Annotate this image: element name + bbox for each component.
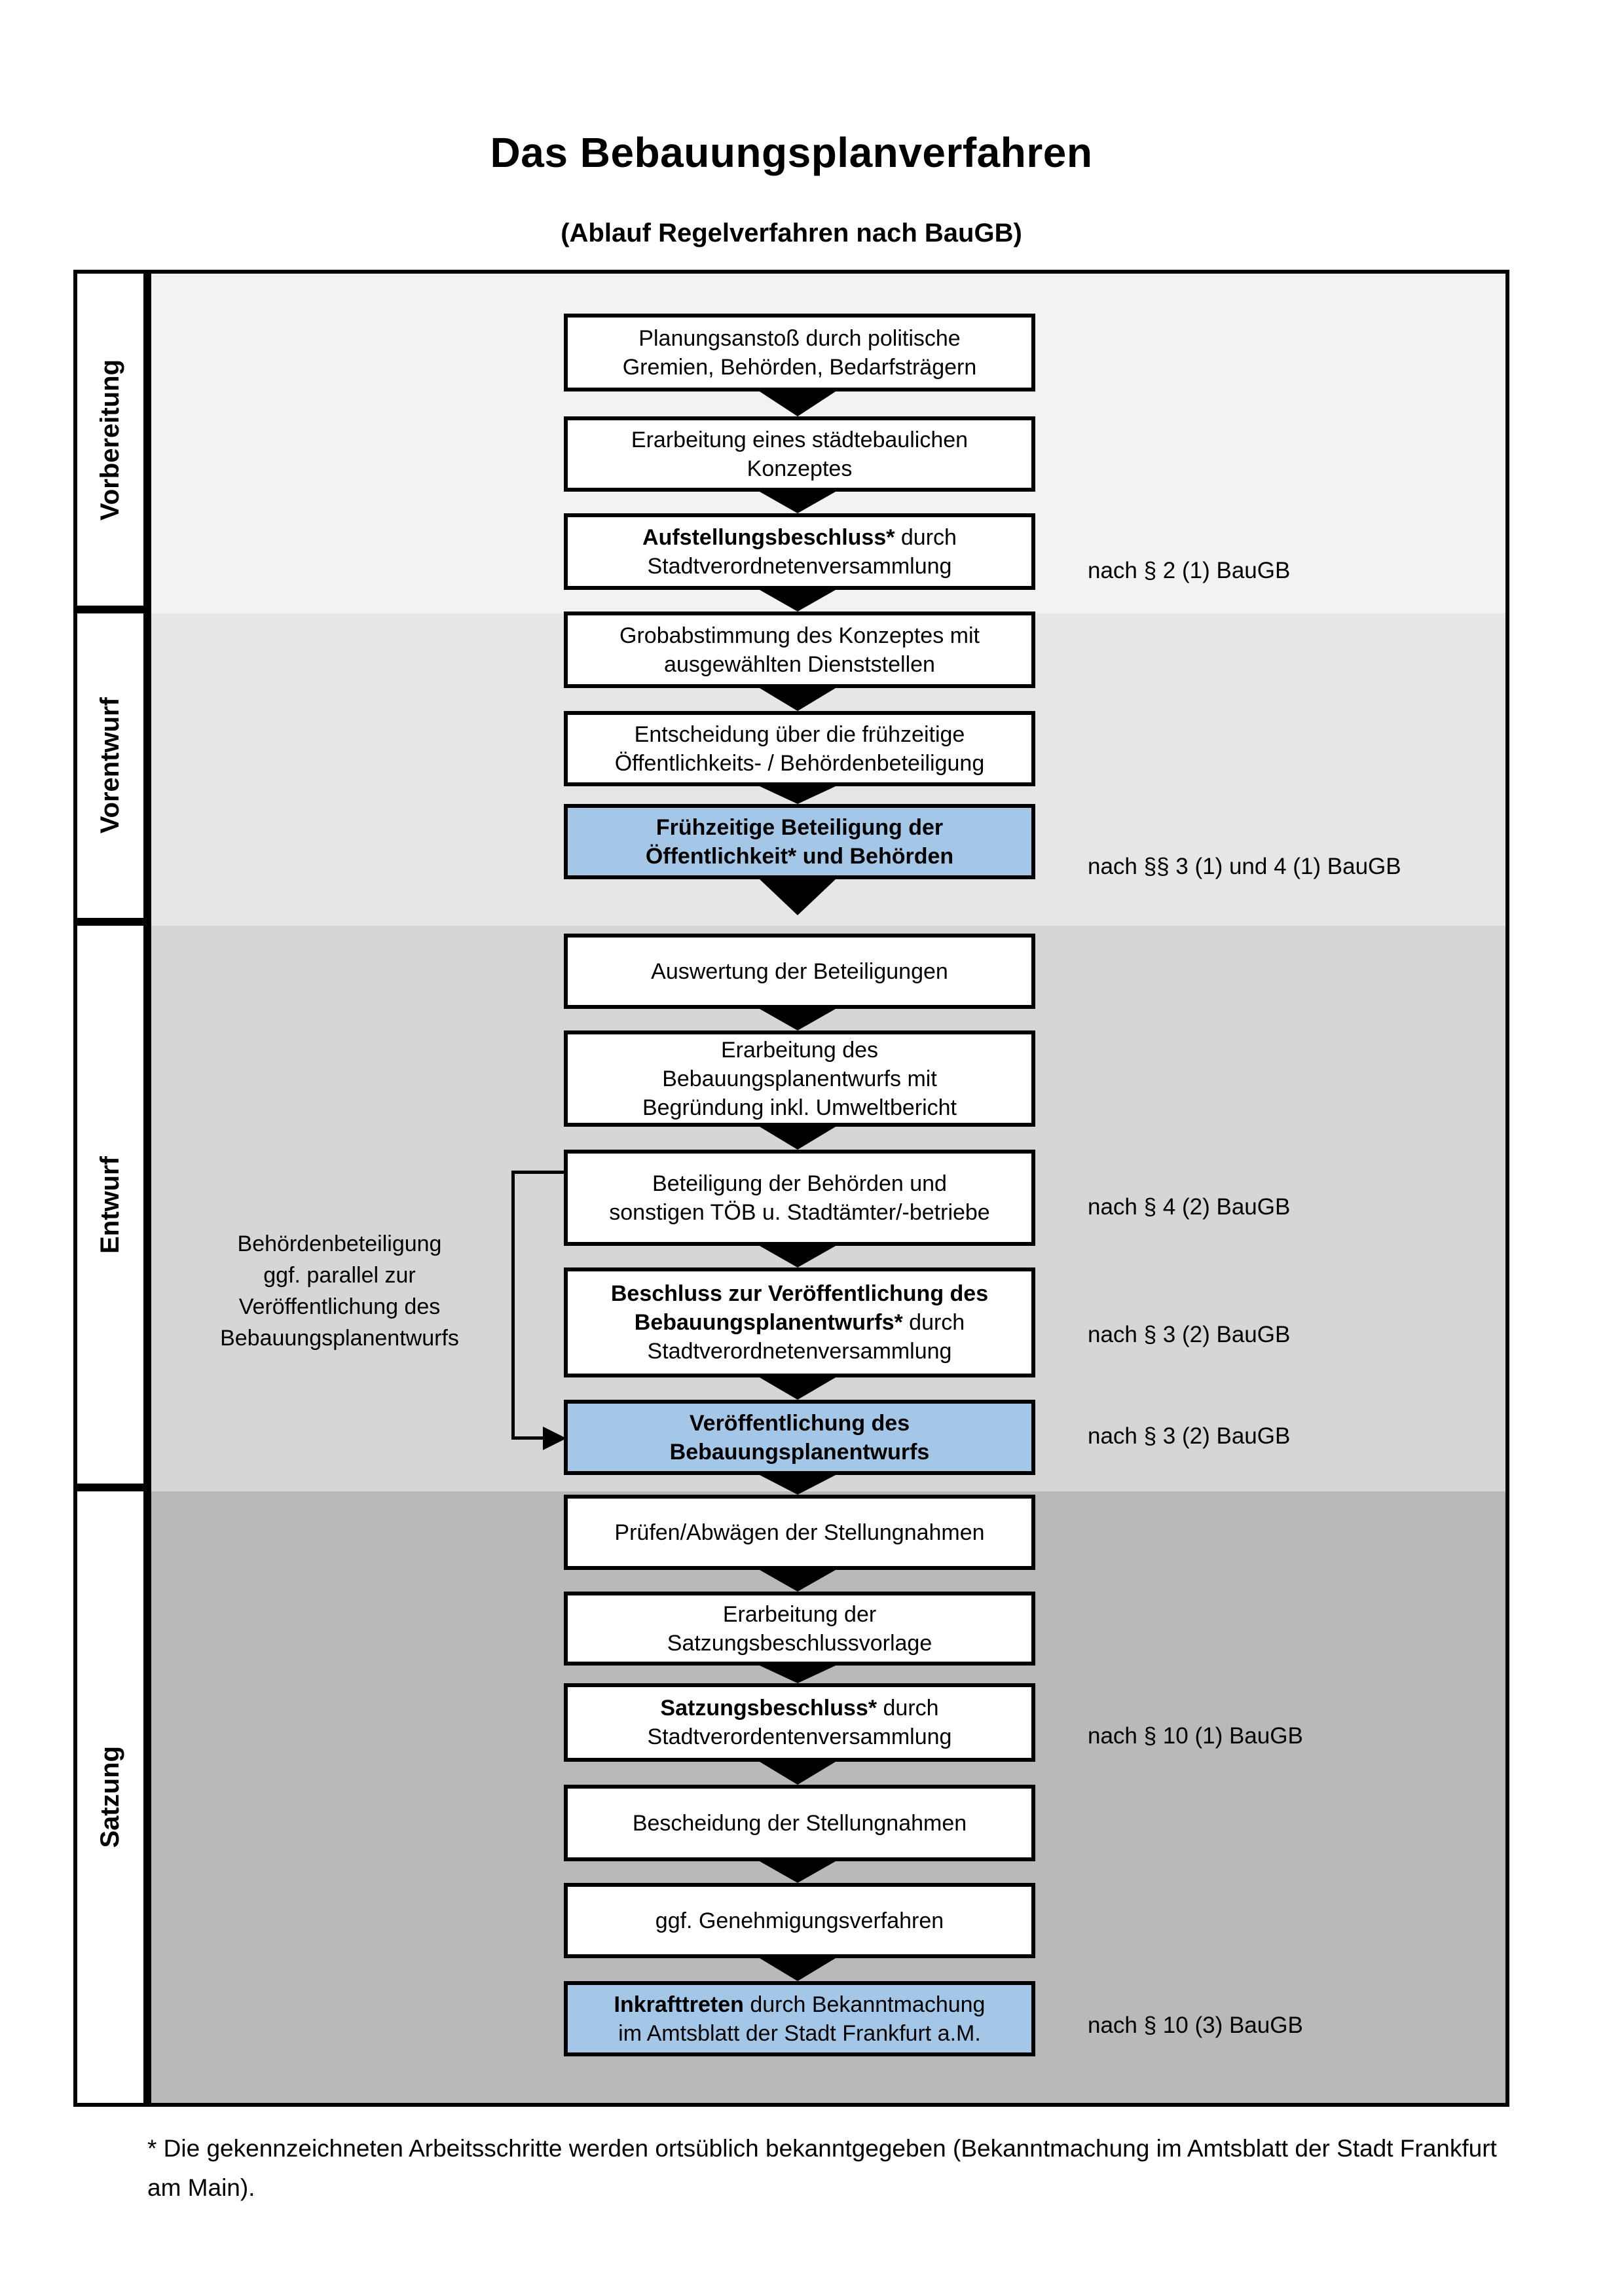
down-arrow-icon: [760, 1127, 836, 1150]
flow-step-genehmigungsverfahren: ggf. Genehmigungsverfahren: [564, 1883, 1035, 1958]
phase-label: Satzung: [96, 1746, 124, 1848]
flow-layer: Behördenbeteiligung ggf. parallel zur Ve…: [151, 274, 1505, 2103]
down-arrow-icon: [760, 1958, 836, 1981]
phase-label: Entwurf: [96, 1156, 124, 1254]
down-arrow-icon: [760, 492, 836, 513]
parallel-connector-vertical-line: [511, 1171, 515, 1439]
parallel-annotation: Behördenbeteiligung ggf. parallel zur Ve…: [220, 1231, 459, 1351]
phase-cell-entwurf: Entwurf: [73, 922, 147, 1487]
flow-step-bescheidung-stellungnahmen: Bescheidung der Stellungnahmen: [564, 1785, 1035, 1861]
down-arrow-icon: [760, 392, 836, 416]
phase-label: Vorbereitung: [96, 359, 124, 520]
down-arrow-icon: [760, 688, 836, 711]
phase-cell-satzung: Satzung: [73, 1487, 147, 2107]
down-arrow-icon: [760, 879, 836, 915]
down-arrow-icon: [760, 1475, 836, 1495]
diagram-frame: Behördenbeteiligung ggf. parallel zur Ve…: [147, 270, 1509, 2107]
flow-step-pruefen-abwaegen-stellungnahmen: Prüfen/Abwägen der Stellungnahmen: [564, 1495, 1035, 1570]
legal-reference: nach § 3 (2) BauGB: [1088, 1322, 1291, 1347]
page-title: Das Bebauungsplanverfahren: [490, 129, 1093, 176]
down-arrow-icon: [760, 786, 836, 804]
down-arrow-icon: [760, 1762, 836, 1785]
phase-label: Vorentwurf: [96, 697, 124, 834]
parallel-connector-arrowhead-icon: [543, 1427, 566, 1450]
parallel-connector-bottom-line: [511, 1436, 545, 1440]
legal-reference: nach § 10 (3) BauGB: [1088, 2013, 1303, 2038]
down-arrow-icon: [760, 590, 836, 611]
page-subtitle: (Ablauf Regelverfahren nach BauGB): [561, 219, 1022, 247]
down-arrow-icon: [760, 1861, 836, 1883]
phase-cell-vorentwurf: Vorentwurf: [73, 610, 147, 922]
down-arrow-icon: [760, 1570, 836, 1592]
down-arrow-icon: [760, 1246, 836, 1267]
footnote: * Die gekennzeichneten Arbeitsschritte w…: [147, 2135, 1497, 2201]
down-arrow-icon: [760, 1377, 836, 1400]
flow-step-auswertung-beteiligungen: Auswertung der Beteiligungen: [564, 934, 1035, 1009]
down-arrow-icon: [760, 1666, 836, 1683]
legal-reference: nach § 10 (1) BauGB: [1088, 1723, 1303, 1749]
down-arrow-icon: [760, 1009, 836, 1030]
parallel-connector-top-line: [511, 1171, 565, 1174]
legal-reference: nach §§ 3 (1) und 4 (1) BauGB: [1088, 854, 1401, 879]
legal-reference: nach § 3 (2) BauGB: [1088, 1423, 1291, 1449]
legal-reference: nach § 4 (2) BauGB: [1088, 1194, 1291, 1220]
phase-cell-vorbereitung: Vorbereitung: [73, 270, 147, 610]
legal-reference: nach § 2 (1) BauGB: [1088, 558, 1291, 583]
